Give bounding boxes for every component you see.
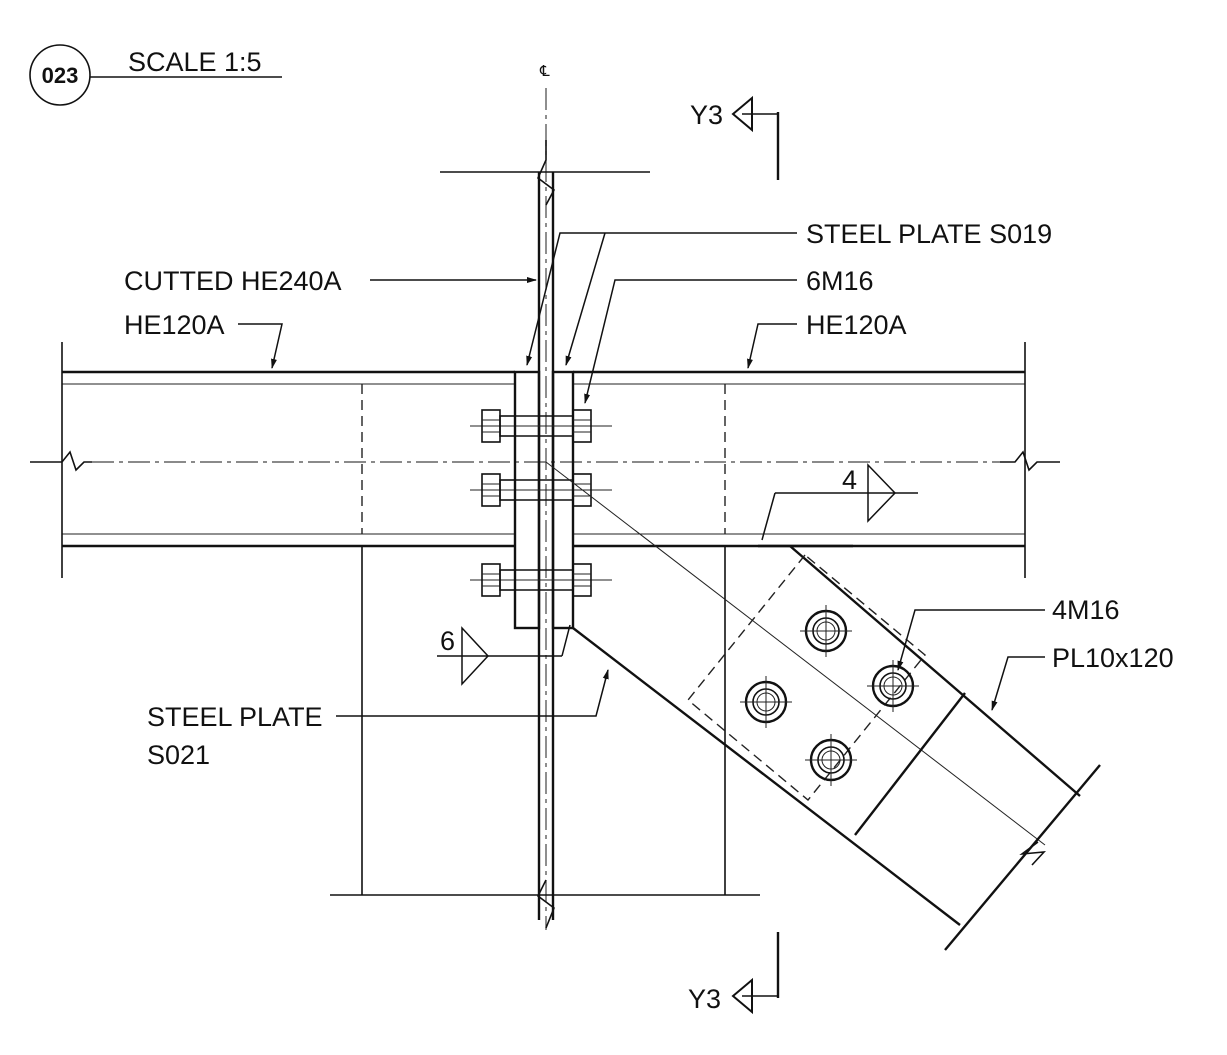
scale-label: SCALE 1:5 — [128, 47, 262, 77]
diagonal-brace — [545, 461, 1101, 951]
column-bottom-break — [536, 879, 555, 929]
detail-number: 023 — [42, 63, 79, 88]
brace-cut-line — [944, 764, 1101, 951]
beam-right-break — [1000, 450, 1060, 472]
column-he240a: ℄ — [330, 63, 760, 930]
brace-break — [1019, 841, 1046, 866]
weld-size-4: 4 — [842, 465, 857, 495]
section-arrow-top — [731, 95, 753, 133]
bolt-nut — [572, 473, 592, 507]
weld-symbol-4: 4 — [761, 463, 918, 541]
label-pl10x120: PL10x120 — [1052, 643, 1174, 673]
detail-title: 023 SCALE 1:5 — [29, 44, 282, 106]
brace-bolt-2 — [867, 660, 919, 712]
brace-upper-edge — [789, 545, 1081, 797]
label-steel-plate-s021-line2: S021 — [147, 740, 210, 770]
section-mark-bottom: Y3 — [688, 932, 780, 1015]
weld-fillet-symbol-6 — [461, 626, 490, 686]
detail-number-bubble — [29, 44, 91, 106]
gusset-end-line — [854, 692, 966, 836]
section-mark-top: Y3 — [690, 95, 780, 180]
weld-size-6: 6 — [440, 626, 455, 656]
label-steel-plate-s021-line1: STEEL PLATE — [147, 702, 323, 732]
bolt-nut — [572, 409, 592, 443]
callout-leaders — [238, 232, 1045, 717]
beam-he120a — [30, 342, 1060, 578]
callout-labels: STEEL PLATE S019 CUTTED HE240A 6M16 HE12… — [124, 219, 1174, 770]
column-top-break — [537, 140, 556, 206]
section-arrow-bottom — [731, 977, 753, 1015]
bolt-row-1 — [470, 409, 612, 443]
label-4m16: 4M16 — [1052, 595, 1120, 625]
brace-bolt-3 — [740, 676, 792, 728]
section-label-top: Y3 — [690, 100, 723, 130]
bolt-nut — [572, 563, 592, 597]
bolt-group-6m16 — [470, 409, 612, 597]
label-he120a-right: HE120A — [806, 310, 907, 340]
weld-fillet-symbol-4 — [867, 463, 897, 523]
weld-leader-4 — [761, 492, 776, 541]
section-label-bottom: Y3 — [688, 984, 721, 1014]
lower-column-outline — [361, 546, 726, 895]
brace-lower-edge — [572, 627, 961, 926]
label-6m16: 6M16 — [806, 266, 874, 296]
bolt-row-3 — [470, 563, 612, 597]
label-steel-plate-s019: STEEL PLATE S019 — [806, 219, 1052, 249]
brace-bolt-1 — [800, 605, 852, 657]
brace-bolt-4 — [805, 734, 857, 786]
bolt-row-2 — [470, 473, 612, 507]
brace-centerline — [545, 461, 1046, 846]
weld-symbol-6: 6 — [437, 624, 571, 686]
centerline-symbol: ℄ — [539, 63, 550, 80]
gusset-hidden-outline — [687, 554, 926, 801]
label-cutted-he240a: CUTTED HE240A — [124, 266, 342, 296]
bolt-group-4m16 — [740, 605, 919, 786]
beam-left-break — [30, 450, 92, 472]
label-he120a-left: HE120A — [124, 310, 225, 340]
